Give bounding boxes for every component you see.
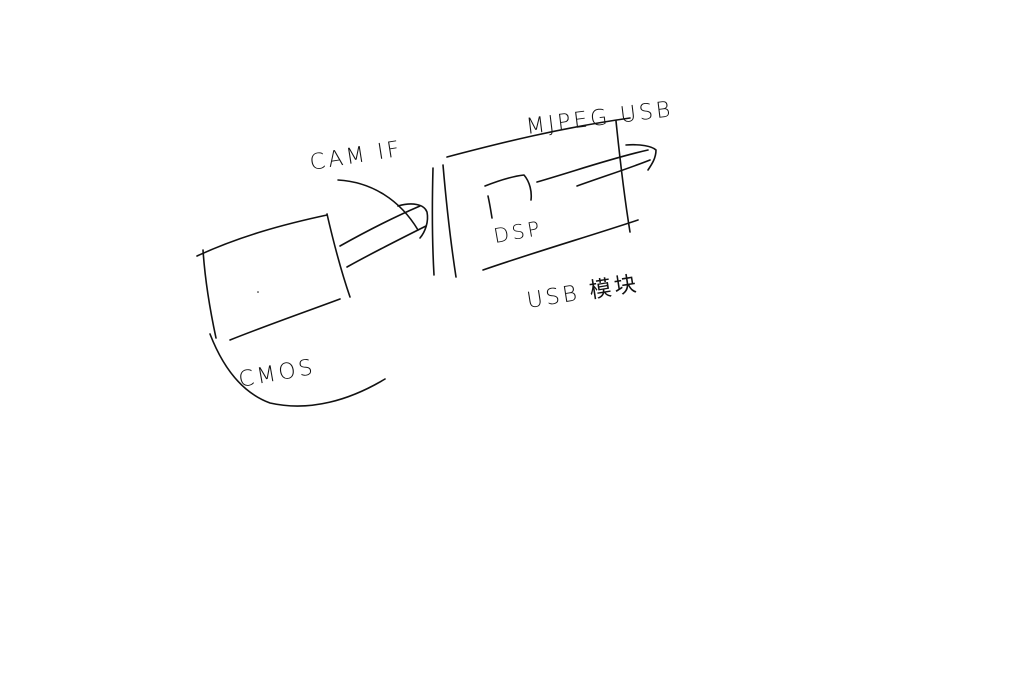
cmos-block-bottom-edge <box>229 298 341 341</box>
stray-mark <box>257 291 259 293</box>
cmos-enclosure-curve <box>209 333 386 407</box>
cmos-block <box>196 213 386 407</box>
cmos-block-right-edge <box>326 213 351 298</box>
usb-module-right-edge <box>615 120 631 233</box>
label-mjpeg-usb: MJPEG USB <box>525 97 675 140</box>
usb-output-arrow <box>536 143 657 187</box>
usb-module-block <box>431 117 639 278</box>
cam-if-group <box>337 179 429 268</box>
usb-module-left-wall-inner <box>442 164 457 278</box>
cam-if-arrow-head <box>397 203 429 239</box>
label-usb-module: USB 模块 <box>525 271 641 313</box>
cam-if-bus-lower <box>346 225 427 268</box>
usb-module-bottom-edge <box>482 219 639 271</box>
usb-arrow-line-upper <box>536 149 649 183</box>
dsp-block-outline <box>484 174 533 219</box>
label-dsp: DSP <box>492 216 545 248</box>
label-cmos: CMOS <box>237 355 318 393</box>
usb-module-top-edge <box>446 117 631 158</box>
cam-if-underline-curve <box>337 179 419 231</box>
usb-module-left-wall-outer <box>431 167 435 276</box>
cmos-block-left-edge <box>202 249 217 339</box>
label-cam-if: CAM IF <box>308 137 404 176</box>
cam-if-bus-upper <box>339 205 421 247</box>
usb-arrow-head <box>625 143 657 171</box>
cmos-block-top-edge <box>196 214 328 257</box>
dsp-block <box>484 174 533 219</box>
usb-arrow-line-lower <box>576 159 651 187</box>
